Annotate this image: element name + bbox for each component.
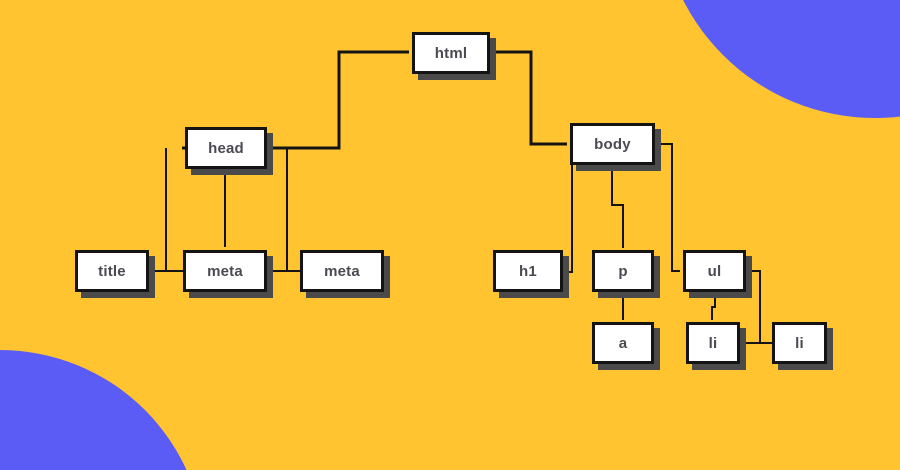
node-label: meta xyxy=(207,262,243,280)
edge-head-to-title xyxy=(165,148,180,272)
edge-body-to-ul xyxy=(657,143,680,272)
node-label: meta xyxy=(324,262,360,280)
node-label: head xyxy=(208,139,244,157)
node-label: li xyxy=(708,334,718,352)
node-li1[interactable]: li xyxy=(686,322,740,364)
node-label: li xyxy=(795,334,804,352)
edge-ul-to-li1 xyxy=(711,292,716,320)
node-a[interactable]: a xyxy=(592,322,654,364)
node-meta1[interactable]: meta xyxy=(183,250,267,292)
node-title[interactable]: title xyxy=(75,250,149,292)
node-li2[interactable]: li xyxy=(772,322,827,364)
edge-body-to-p xyxy=(611,165,624,248)
node-h1[interactable]: h1 xyxy=(493,250,563,292)
node-label: a xyxy=(618,334,628,352)
node-label: body xyxy=(594,135,631,153)
node-html[interactable]: html xyxy=(412,32,490,74)
node-label: ul xyxy=(707,262,722,280)
node-label: p xyxy=(618,262,628,280)
node-label: html xyxy=(434,44,468,62)
edge-html-to-body xyxy=(493,50,567,146)
edge-ul-to-li2 xyxy=(749,270,770,344)
node-meta2[interactable]: meta xyxy=(300,250,384,292)
node-label: h1 xyxy=(519,262,537,280)
node-body[interactable]: body xyxy=(570,123,655,165)
node-p[interactable]: p xyxy=(592,250,654,292)
node-ul[interactable]: ul xyxy=(683,250,746,292)
edge-body-to-h1 xyxy=(560,165,573,273)
node-label: title xyxy=(98,262,126,280)
node-head[interactable]: head xyxy=(185,127,267,169)
edge-head-to-meta2 xyxy=(286,148,297,272)
